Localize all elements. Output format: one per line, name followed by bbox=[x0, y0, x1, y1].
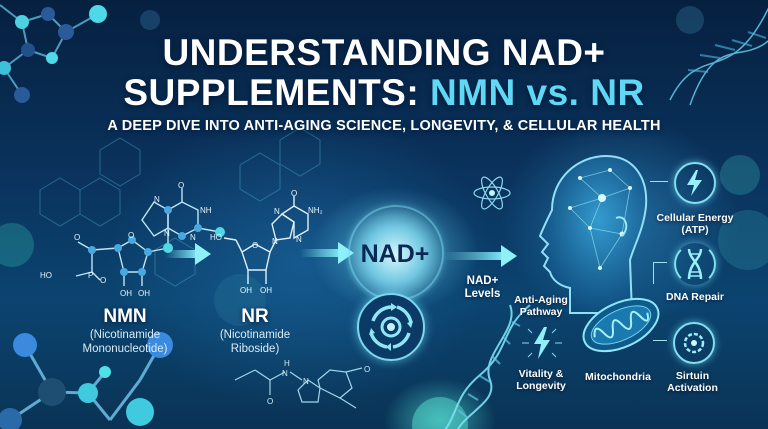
nr-full-line1: (Nicotinamide bbox=[219, 329, 291, 341]
benefit-label-line1: Vitality & bbox=[518, 368, 564, 380]
benefit-label-line2: (ATP) bbox=[681, 224, 709, 236]
svg-text:N: N bbox=[272, 237, 278, 246]
benefit-mitochondria: Mitochondria bbox=[578, 371, 658, 383]
mitochondria-icon bbox=[582, 297, 660, 353]
nad-levels-line1: NAD+ bbox=[466, 275, 499, 287]
nr-structure-icon: O N NH₂ N N HO O OH OH bbox=[210, 189, 323, 295]
connector-line bbox=[653, 340, 667, 341]
svg-text:N: N bbox=[296, 235, 302, 244]
nmn-full-line1: (Nicotinamide bbox=[89, 329, 161, 341]
benefit-label-line2: Activation bbox=[667, 382, 718, 394]
nr-label: NR bbox=[241, 306, 269, 327]
svg-text:N: N bbox=[303, 377, 309, 386]
nmn-full-line2: Mononucleotide) bbox=[82, 343, 168, 355]
lightning-glyph bbox=[687, 170, 702, 196]
benefit-label-line1: Anti-Aging bbox=[514, 294, 568, 306]
svg-text:OH: OH bbox=[138, 289, 150, 298]
svg-text:HO: HO bbox=[40, 271, 52, 280]
svg-text:O: O bbox=[100, 276, 106, 285]
svg-text:O: O bbox=[74, 233, 80, 242]
benefit-sirtuin-activation: Sirtuin Activation bbox=[655, 370, 730, 394]
svg-text:O: O bbox=[252, 241, 258, 250]
gear-icon bbox=[673, 322, 715, 364]
svg-text:N: N bbox=[274, 207, 280, 216]
title-prefix: SUPPLEMENTS: bbox=[123, 72, 430, 113]
svg-text:OH: OH bbox=[240, 286, 252, 295]
atom-label: H bbox=[284, 359, 290, 368]
svg-text:N: N bbox=[154, 195, 160, 204]
gear-glyph bbox=[683, 332, 705, 354]
title-highlight: NMN vs. NR bbox=[429, 72, 645, 113]
connector-line bbox=[650, 181, 668, 182]
nad-levels-line2: Levels bbox=[464, 288, 501, 300]
svg-text:P: P bbox=[88, 271, 93, 280]
page-subtitle: A DEEP DIVE INTO ANTI-AGING SCIENCE, LON… bbox=[107, 118, 661, 134]
benefit-vitality-longevity: Vitality & Longevity bbox=[506, 368, 576, 392]
svg-text:N: N bbox=[282, 369, 288, 378]
benefit-label-line1: Sirtuin bbox=[675, 370, 710, 382]
benefit-dna-repair: DNA Repair bbox=[650, 291, 740, 303]
connector-line bbox=[653, 262, 654, 284]
svg-text:OH: OH bbox=[120, 289, 132, 298]
nr-full-name: (Nicotinamide Riboside) bbox=[205, 328, 305, 356]
atom-label: O bbox=[178, 181, 184, 190]
benefit-label-line1: Cellular Energy bbox=[656, 212, 734, 224]
benefit-label-line1: DNA Repair bbox=[666, 291, 724, 303]
nad-levels-label: NAD+ Levels bbox=[455, 275, 510, 301]
svg-text:NH₂: NH₂ bbox=[308, 206, 323, 215]
benefit-anti-aging-pathway: Anti-Aging Pathway bbox=[506, 294, 576, 318]
benefit-cellular-energy: Cellular Energy (ATP) bbox=[650, 212, 740, 236]
bottom-molecule-structure: H N N O O bbox=[234, 359, 370, 409]
dna-glyph bbox=[687, 248, 703, 280]
svg-text:O: O bbox=[128, 231, 134, 240]
energy-burst-icon bbox=[522, 327, 562, 359]
head-network-icon bbox=[538, 154, 648, 314]
dna-helix-icon bbox=[444, 304, 531, 429]
connector-line bbox=[653, 262, 667, 263]
benefit-label-line2: Longevity bbox=[516, 380, 566, 392]
page-title-line2: SUPPLEMENTS: NMN vs. NR bbox=[0, 72, 768, 114]
svg-text:O: O bbox=[267, 397, 273, 406]
svg-text:NH: NH bbox=[200, 206, 212, 215]
benefit-label-line1: Mitochondria bbox=[585, 371, 651, 383]
svg-text:OH: OH bbox=[260, 286, 272, 295]
cycle-arrows-icon bbox=[369, 303, 413, 351]
page-title-line1: UNDERSTANDING NAD+ bbox=[162, 32, 606, 73]
svg-text:N: N bbox=[164, 229, 170, 238]
dna-icon bbox=[674, 243, 716, 285]
benefit-label-line2: Pathway bbox=[519, 306, 563, 318]
svg-text:N: N bbox=[190, 233, 196, 242]
nmn-full-name: (Nicotinamide Mononucleotide) bbox=[75, 328, 175, 356]
svg-text:HO: HO bbox=[210, 233, 222, 242]
atom-icon bbox=[473, 176, 511, 210]
nr-full-line2: Riboside) bbox=[230, 343, 280, 355]
nmn-label: NMN bbox=[103, 306, 147, 327]
dna-helix-decoration-top-right bbox=[669, 7, 768, 106]
svg-text:O: O bbox=[364, 365, 370, 374]
lightning-icon bbox=[674, 162, 716, 204]
nad-label: NAD+ bbox=[360, 240, 430, 268]
svg-text:O: O bbox=[291, 189, 297, 198]
